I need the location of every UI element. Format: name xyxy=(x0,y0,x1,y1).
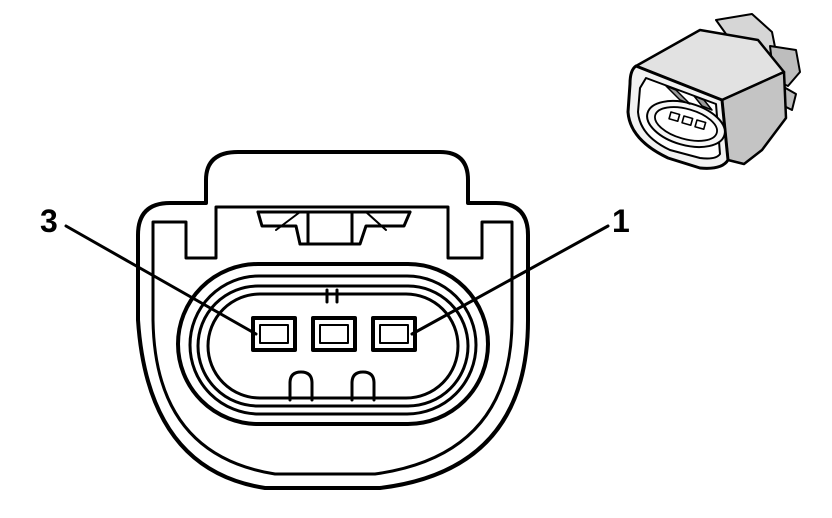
housing-outer-outline xyxy=(136,150,530,490)
latch-detail xyxy=(256,210,412,246)
pin-label-1: 1 xyxy=(612,203,630,239)
seal-oval-2 xyxy=(188,274,478,416)
seal-oval-outer xyxy=(176,262,490,426)
connector-face-view xyxy=(64,150,610,490)
terminal-cavity-1 xyxy=(371,316,417,352)
pin-label-3: 3 xyxy=(40,203,58,239)
seal-oval-3 xyxy=(196,284,470,408)
housing-inner-outline xyxy=(151,205,514,476)
key-slot xyxy=(325,288,339,304)
lock-bump-right xyxy=(350,370,376,402)
terminal-cavity-2 xyxy=(311,316,357,352)
lock-bump-left xyxy=(288,370,314,402)
seal-oval-inner xyxy=(206,292,460,400)
terminal-cavity-3 xyxy=(251,316,297,352)
leader-line-3 xyxy=(64,224,258,336)
leader-line-1 xyxy=(410,224,610,336)
connector-3d-icon xyxy=(626,13,801,170)
